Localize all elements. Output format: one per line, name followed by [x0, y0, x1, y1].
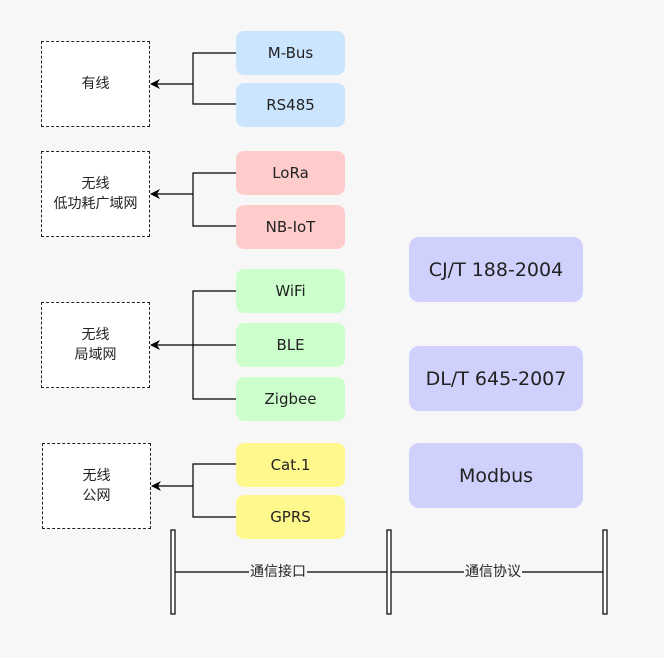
- category-wireless-lpwan: 无线 低功耗广域网: [41, 151, 150, 237]
- tech-lora: LoRa: [236, 151, 345, 195]
- tech-mbus: M-Bus: [236, 31, 345, 75]
- tech-nbiot: NB-IoT: [236, 205, 345, 249]
- protocol-modbus: Modbus: [409, 443, 583, 508]
- axis-label-protocol: 通信协议: [464, 563, 522, 581]
- bottom-axis: [170, 529, 608, 615]
- tech-ble: BLE: [236, 323, 345, 367]
- tech-zigbee: Zigbee: [236, 377, 345, 421]
- category-public-line2: 公网: [82, 488, 111, 504]
- category-wired-line1: 有线: [81, 76, 110, 92]
- category-lan-line2: 局域网: [74, 347, 117, 363]
- connector-lpwan: [150, 172, 236, 227]
- connector-public: [151, 463, 236, 518]
- category-lpwan-line2: 低功耗广域网: [53, 196, 138, 212]
- protocol-dlt-645: DL/T 645-2007: [409, 346, 583, 411]
- connector-wired: [150, 52, 236, 105]
- category-wireless-public: 无线 公网: [42, 443, 151, 529]
- tech-rs485: RS485: [236, 83, 345, 127]
- tech-cat1: Cat.1: [236, 443, 345, 487]
- connector-lan: [150, 290, 236, 400]
- category-lan-line1: 无线: [81, 327, 110, 343]
- tech-gprs: GPRS: [236, 495, 345, 539]
- tech-wifi: WiFi: [236, 269, 345, 313]
- category-wired: 有线: [41, 41, 150, 127]
- protocol-cjt-188: CJ/T 188-2004: [409, 237, 583, 302]
- category-wireless-lan: 无线 局域网: [41, 302, 150, 388]
- category-public-line1: 无线: [82, 468, 111, 484]
- axis-label-interface: 通信接口: [249, 563, 307, 581]
- category-lpwan-line1: 无线: [81, 176, 110, 192]
